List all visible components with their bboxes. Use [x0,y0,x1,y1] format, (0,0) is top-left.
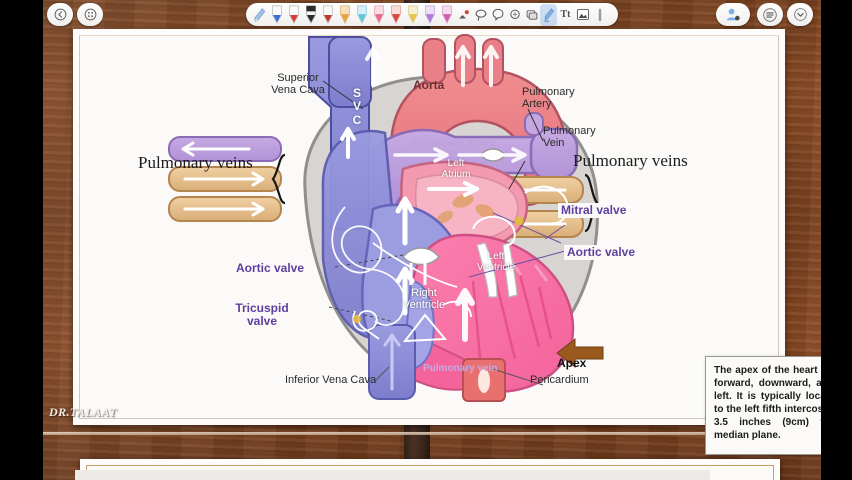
heart-diagram: Superior Vena Cava S V C Aorta Pulmonary… [73,29,852,455]
pencil-icon [288,5,299,24]
collapse-button[interactable] [787,3,813,26]
back-arrow-icon [54,8,66,21]
marker-red[interactable] [387,4,404,26]
marker-icon [424,5,435,24]
speech-bubble-icon [492,8,503,21]
pen-tool[interactable] [251,4,268,26]
pencil-black[interactable] [302,4,319,26]
marker-orange[interactable] [336,4,353,26]
pen-icon [254,7,266,22]
label-inferior-vena-cava: Inferior Vena Cava [285,374,377,386]
label-mitral-valve: Mitral valve [558,203,630,219]
grid-icon [84,8,96,21]
label-pulmonary-veins-right: Pulmonary veins [573,151,688,170]
marker-magenta[interactable] [438,4,455,26]
pencil-crimson[interactable] [319,4,336,26]
heart-illustration-svg [168,34,604,402]
apex-info-text: The apex of the heart is pointed forward… [714,365,852,441]
label-pulmonary-artery-inline: Pulmonary artery [413,138,496,149]
menu-button[interactable] [757,3,783,26]
eraser-icon [458,9,469,18]
desk-edge-line [43,432,821,435]
label-tricuspid-valve: Tricuspid valve [225,301,299,330]
marker-icon [373,5,384,24]
label-apex: Apex [557,356,587,370]
marker-pink[interactable] [370,4,387,26]
pencil-icon [322,5,333,24]
label-right-ventricle: Right Ventricle [402,287,446,312]
stamp-tool[interactable] [506,4,523,26]
back-button[interactable] [47,3,73,26]
watermark-author: DR.TALAAT [49,405,117,419]
marker-icon [407,5,418,24]
profile-button[interactable] [716,3,750,26]
layers-tool[interactable] [523,4,540,26]
marker-cyan[interactable] [353,4,370,26]
user-avatar-icon [726,8,740,21]
label-pulmonary-vein-inline: Pulmonary vein [423,363,498,374]
label-aortic-valve-right: Aortic valve [564,245,639,261]
lasso-select-tool[interactable] [472,4,489,26]
grid-view-button[interactable] [77,3,103,26]
highlighter-tool[interactable] [540,3,557,26]
label-svc-vertical: S V C [352,86,362,127]
pencil-red[interactable] [285,4,302,26]
label-superior-vena-cava: Superior Vena Cava [271,72,325,97]
slide-next-top-strip [75,470,710,480]
letterbox-right [821,0,852,480]
eraser-tool[interactable] [455,4,472,26]
letterbox-left [0,0,43,480]
text-tool-label: Tt [560,9,571,20]
label-left-ventricle: Left Ventricle [476,251,516,274]
thickness-tool[interactable] [591,4,608,26]
label-pulmonary-veins-left: Pulmonary veins [138,153,253,172]
lasso-icon [475,9,486,21]
highlighter-icon [543,7,554,22]
marker-icon [339,5,350,24]
label-pulmonary-artery: Pulmonary Artery [522,86,575,111]
thickness-icon [598,8,601,21]
toolbar: Tt [43,0,821,28]
text-tool[interactable]: Tt [557,4,574,26]
marker-icon [356,5,367,24]
label-left-atrium: Left Atrium [441,158,471,181]
pencil-icon [305,5,316,24]
marker-icon [441,5,452,24]
chevron-down-icon [793,8,807,21]
pencil-icon [271,5,282,24]
label-pulmonary-vein: Pulmonary Vein [543,125,596,150]
label-aortic-valve-left: Aortic valve [233,261,308,277]
marker-yellow[interactable] [404,4,421,26]
marker-icon [390,5,401,24]
label-pericardium: Pericardium [530,374,589,386]
shape-circle-tool[interactable] [489,4,506,26]
label-aorta: Aorta [413,78,445,92]
stamp-icon [509,9,520,19]
hamburger-menu-icon [763,7,777,22]
image-icon [576,9,589,20]
pencil-blue[interactable] [268,4,285,26]
tool-palette[interactable]: Tt [246,3,618,26]
image-tool[interactable] [574,4,591,26]
layers-icon [526,9,537,20]
marker-violet[interactable] [421,4,438,26]
